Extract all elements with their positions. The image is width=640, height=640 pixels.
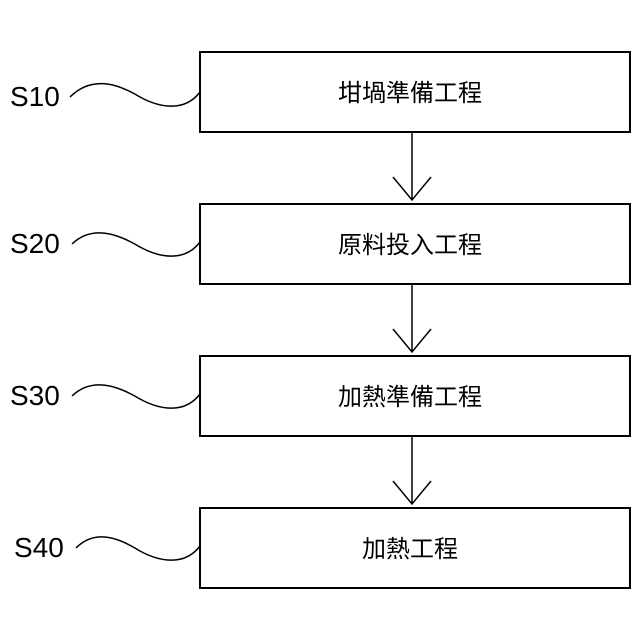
leader-line-s10 [70, 84, 200, 107]
step-s20: S20 原料投入工程 [10, 204, 630, 284]
step-text-s30: 加熱準備工程 [338, 383, 482, 411]
arrow-s20-s30 [393, 285, 431, 352]
step-text-s10: 坩堝準備工程 [338, 79, 482, 107]
step-s10: S10 坩堝準備工程 [10, 52, 630, 132]
step-label-s20: S20 [10, 228, 60, 259]
step-s30: S30 加熱準備工程 [10, 356, 630, 436]
arrow-s30-s40 [393, 437, 431, 504]
arrow-s10-s20 [393, 133, 431, 200]
step-label-s40: S40 [14, 532, 64, 563]
step-label-s10: S10 [10, 81, 60, 112]
step-text-s20: 原料投入工程 [338, 231, 482, 259]
step-s40: S40 加熱工程 [14, 508, 630, 588]
leader-line-s30 [72, 385, 200, 408]
leader-line-s20 [72, 233, 200, 256]
leader-line-s40 [76, 537, 200, 560]
step-text-s40: 加熱工程 [362, 535, 458, 563]
step-label-s30: S30 [10, 380, 60, 411]
